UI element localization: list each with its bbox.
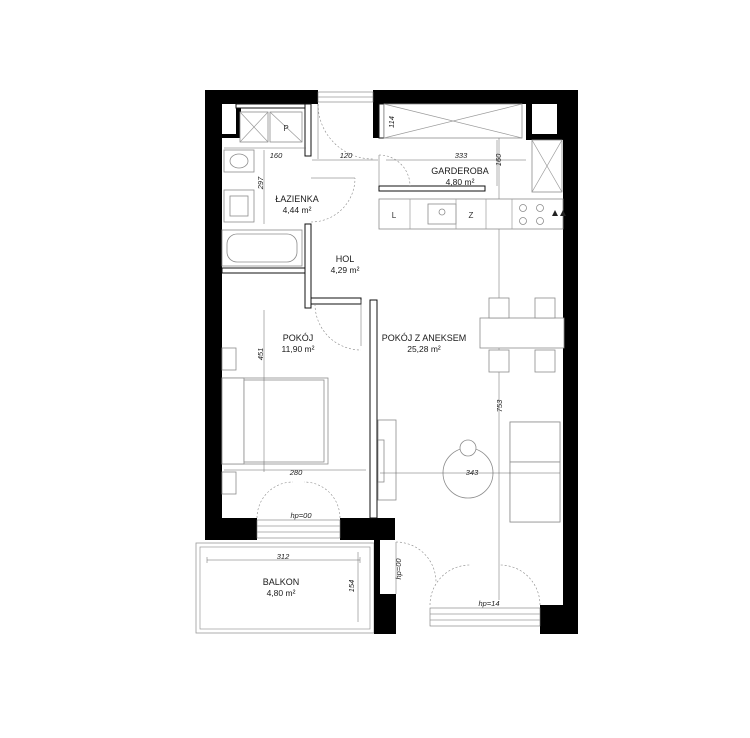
sofa [509,421,561,523]
dining-table [479,297,565,373]
dim-aneks-height: 753 [495,399,504,412]
dimension-lines [224,140,560,474]
dim-hol-width: 120 [340,151,353,160]
room-lazienka-name: ŁAZIENKA [275,194,319,204]
dim-garderoba-depth: 160 [494,153,503,166]
room-aneks-name: POKÓJ Z ANEKSEM [382,333,467,343]
room-pokoj-name: POKÓJ [283,333,314,343]
dim-pokoj-height: 451 [256,348,265,361]
balcony [195,542,375,634]
closet [383,103,563,600]
doors [256,103,541,606]
windows [256,91,541,627]
hp-door-balkon: hp=00 [394,558,403,580]
dishwasher-label: Z [469,211,474,220]
shaft-label: P [283,124,288,133]
room-aneks-area: 25,28 m² [407,344,441,354]
dim-garderoba-width: 333 [455,151,468,160]
dim-balkon-width: 312 [277,552,290,561]
shaft: P [239,111,303,143]
room-garderoba-name: GARDEROBA [431,166,489,176]
fridge-label: L [392,211,397,220]
dim-lazienka-height: 297 [256,176,265,190]
room-lazienka-area: 4,44 m² [283,205,312,215]
hp-window-right: hp=14 [478,599,499,608]
room-pokoj-area: 11,90 m² [282,344,315,354]
dim-balkon-depth: 154 [347,580,356,593]
room-hol-area: 4,29 m² [331,265,360,275]
bathroom-fixtures [221,149,303,267]
kitchen-counter: L Z [378,198,566,230]
dim-pokoj-width: 280 [289,468,303,477]
bed [221,347,329,495]
room-balkon-area: 4,80 m² [267,588,296,598]
tv-stand [377,419,397,501]
room-garderoba-area: 4,80 m² [446,177,475,187]
dim-closet-small: 114 [387,116,396,128]
exterior-walls [205,90,578,634]
hp-window-left: hp=00 [290,511,312,520]
room-hol-name: HOL [336,254,355,264]
dim-aneks-width: 343 [466,468,479,477]
partition-walls [221,103,486,519]
room-balkon-name: BALKON [263,577,300,587]
dim-lazienka-width: 160 [270,151,283,160]
